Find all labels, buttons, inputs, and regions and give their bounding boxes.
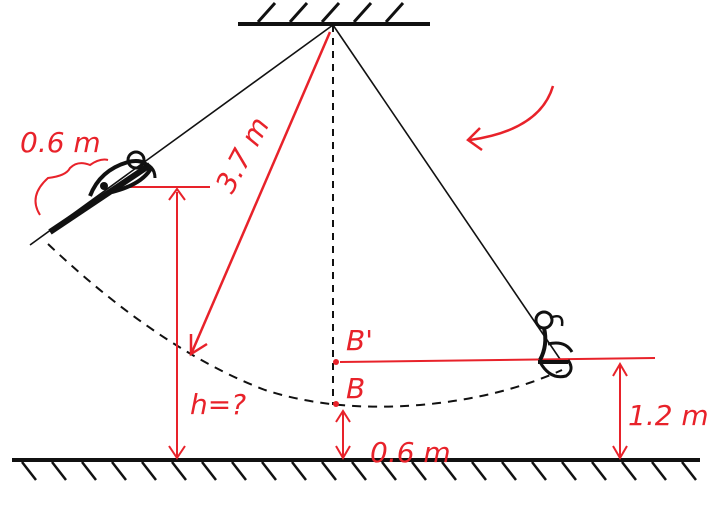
- ground-hatch-mark: [231, 461, 247, 481]
- ground-hatch-mark: [411, 461, 427, 481]
- swing-direction-arrow: [466, 85, 555, 152]
- ground-hatch-mark: [651, 461, 667, 481]
- ground-hatch-mark: [681, 461, 697, 481]
- label-unknown-height: h=?: [190, 388, 246, 421]
- label-start-offset: 0.6 m: [20, 126, 101, 159]
- label-point-b-prime: B': [346, 324, 373, 357]
- ground-hatch-mark: [261, 461, 277, 481]
- cord-length-arrow: [189, 31, 332, 357]
- ground-hatch-mark: [291, 461, 307, 481]
- person-start-icon: [48, 150, 157, 235]
- offset-brace: [34, 158, 109, 216]
- ground-hatch-mark: [441, 461, 457, 481]
- ground-hatch-mark: [171, 461, 187, 481]
- ground-hatch-mark: [201, 461, 217, 481]
- label-cord-length: 3.7 m: [209, 112, 276, 199]
- ground-hatch-mark: [351, 461, 367, 481]
- ground-hatch-mark: [381, 461, 397, 481]
- ground-hatch-mark: [471, 461, 487, 481]
- label-end-height: 1.2 m: [628, 399, 709, 432]
- ground-hatch-mark: [561, 461, 577, 481]
- ground-hatch-mark: [621, 461, 637, 481]
- person-end-icon: [534, 310, 574, 379]
- height-h-arrow: [130, 186, 210, 460]
- cord-right: [332, 24, 563, 363]
- release-level-line: [339, 357, 656, 363]
- swing-arc: [47, 243, 563, 408]
- end-height-arrow: [612, 362, 628, 460]
- bottom-height-arrow: [335, 409, 351, 460]
- ground-hatch: [21, 461, 697, 481]
- ceiling: [238, 1, 430, 26]
- ground-hatch-mark: [141, 461, 157, 481]
- ground-hatch-mark: [321, 461, 337, 481]
- point-b-prime-dot: [333, 359, 339, 365]
- ground-hatch-mark: [531, 461, 547, 481]
- ground-hatch-mark: [21, 461, 37, 481]
- point-b-dot: [333, 401, 339, 407]
- ground-hatch-mark: [81, 461, 97, 481]
- label-bottom-height: 0.6 m: [370, 436, 451, 469]
- label-point-b: B: [346, 372, 365, 405]
- ground-hatch-mark: [111, 461, 127, 481]
- ground: [12, 458, 700, 481]
- ground-hatch-mark: [591, 461, 607, 481]
- ground-hatch-mark: [501, 461, 517, 481]
- ground-hatch-mark: [51, 461, 67, 481]
